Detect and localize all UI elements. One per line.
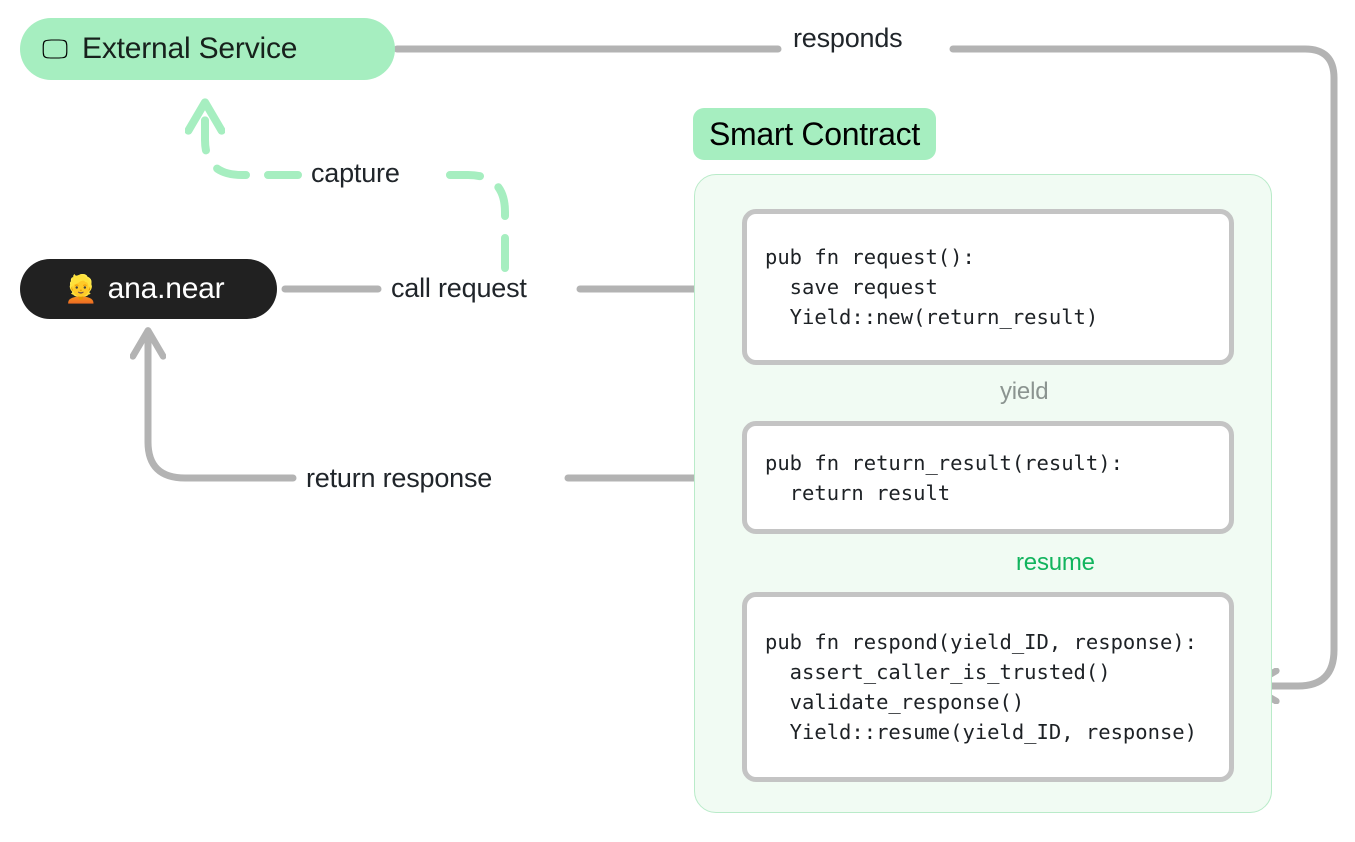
code-box-request: pub fn request(): save request Yield::ne… [742, 209, 1234, 365]
code-box-return-result: pub fn return_result(result): return res… [742, 421, 1234, 534]
node-user-account[interactable]: 👱 ana.near [20, 259, 277, 319]
edge-label-call-request: call request [391, 273, 527, 303]
edge-label-yield: yield [1000, 378, 1049, 405]
external-service-label: External Service [82, 32, 298, 65]
edge-return-response [148, 332, 730, 482]
edge-label-capture: capture [311, 158, 400, 188]
edge-label-resume: resume [1016, 549, 1095, 576]
edge-label-return-response: return response [306, 463, 493, 493]
code-text-respond: pub fn respond(yield_ID, response): asse… [765, 630, 1197, 744]
node-external-service[interactable]: 🖵 External Service [20, 18, 395, 80]
code-box-respond: pub fn respond(yield_ID, response): asse… [742, 592, 1234, 782]
smart-contract-title-badge: Smart Contract [693, 108, 936, 160]
server-icon: 🖵 [42, 33, 69, 64]
person-icon: 👱 [64, 273, 98, 304]
smart-contract-label: Smart Contract [709, 115, 920, 152]
code-text-request: pub fn request(): save request Yield::ne… [765, 245, 1099, 329]
code-text-return-result: pub fn return_result(result): return res… [765, 450, 1123, 505]
user-account-label: ana.near [107, 272, 225, 305]
edge-label-responds: responds [793, 23, 903, 53]
